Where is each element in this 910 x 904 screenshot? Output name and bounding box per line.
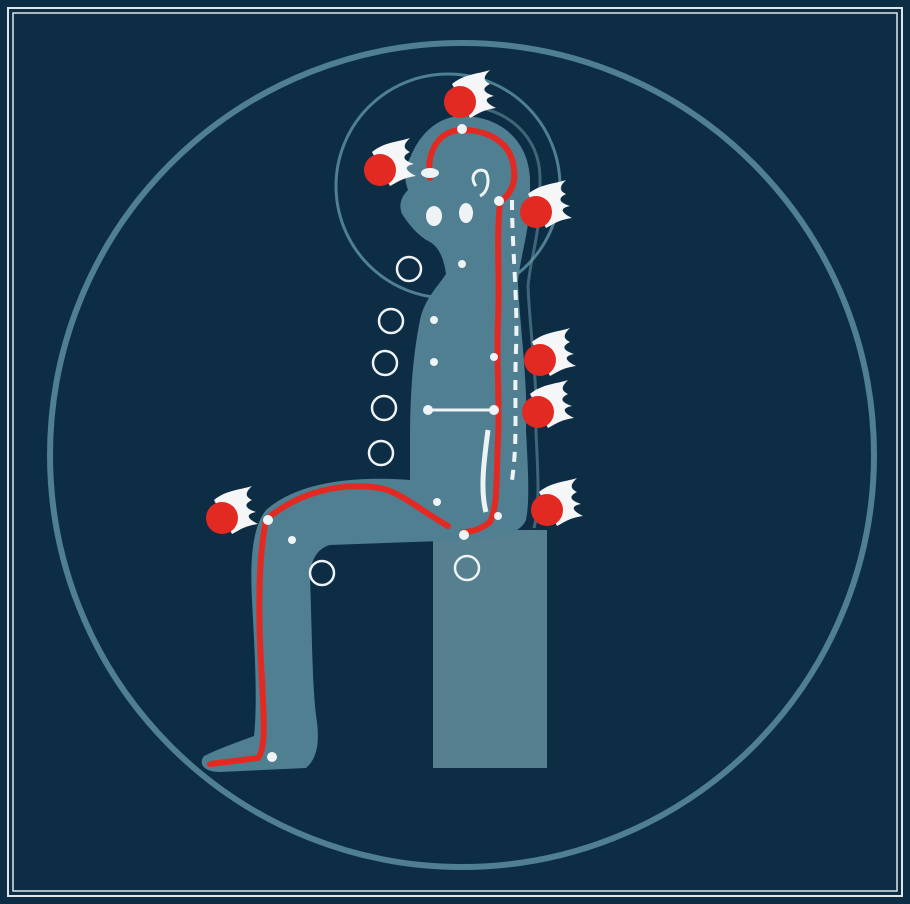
- point-nape: [494, 196, 504, 206]
- eye-mark: [421, 168, 439, 178]
- point-perineum: [459, 530, 469, 540]
- point-heart: [430, 358, 438, 366]
- mouth-mark: [426, 206, 442, 226]
- point-solar: [423, 405, 433, 415]
- point-back-solar: [489, 405, 499, 415]
- point-back-mid: [490, 353, 498, 361]
- point-knee: [263, 515, 273, 525]
- point-navel: [433, 498, 441, 506]
- point-sacrum: [494, 512, 502, 520]
- point-throat: [458, 260, 466, 268]
- point-chest: [430, 316, 438, 324]
- seat-block: [433, 530, 547, 768]
- point-foot: [267, 752, 277, 762]
- point-knee-back: [288, 536, 296, 544]
- throat-mark: [459, 203, 473, 223]
- point-crown: [457, 124, 467, 134]
